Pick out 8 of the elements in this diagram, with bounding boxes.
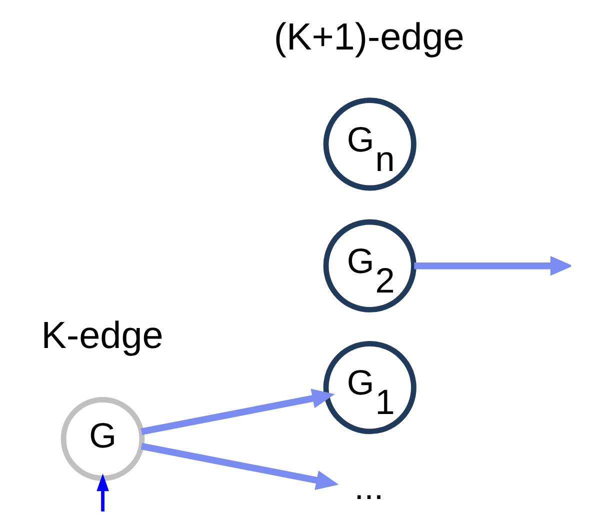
label: K-edge: [41, 315, 164, 358]
node-text: ...: [354, 468, 384, 507]
arrow: [140, 388, 335, 436]
node-circle: G: [60, 397, 145, 481]
arrow: [414, 256, 571, 276]
arrow: [96, 473, 109, 512]
label: (K+1)-edge: [274, 16, 464, 58]
arrow: [140, 442, 339, 490]
